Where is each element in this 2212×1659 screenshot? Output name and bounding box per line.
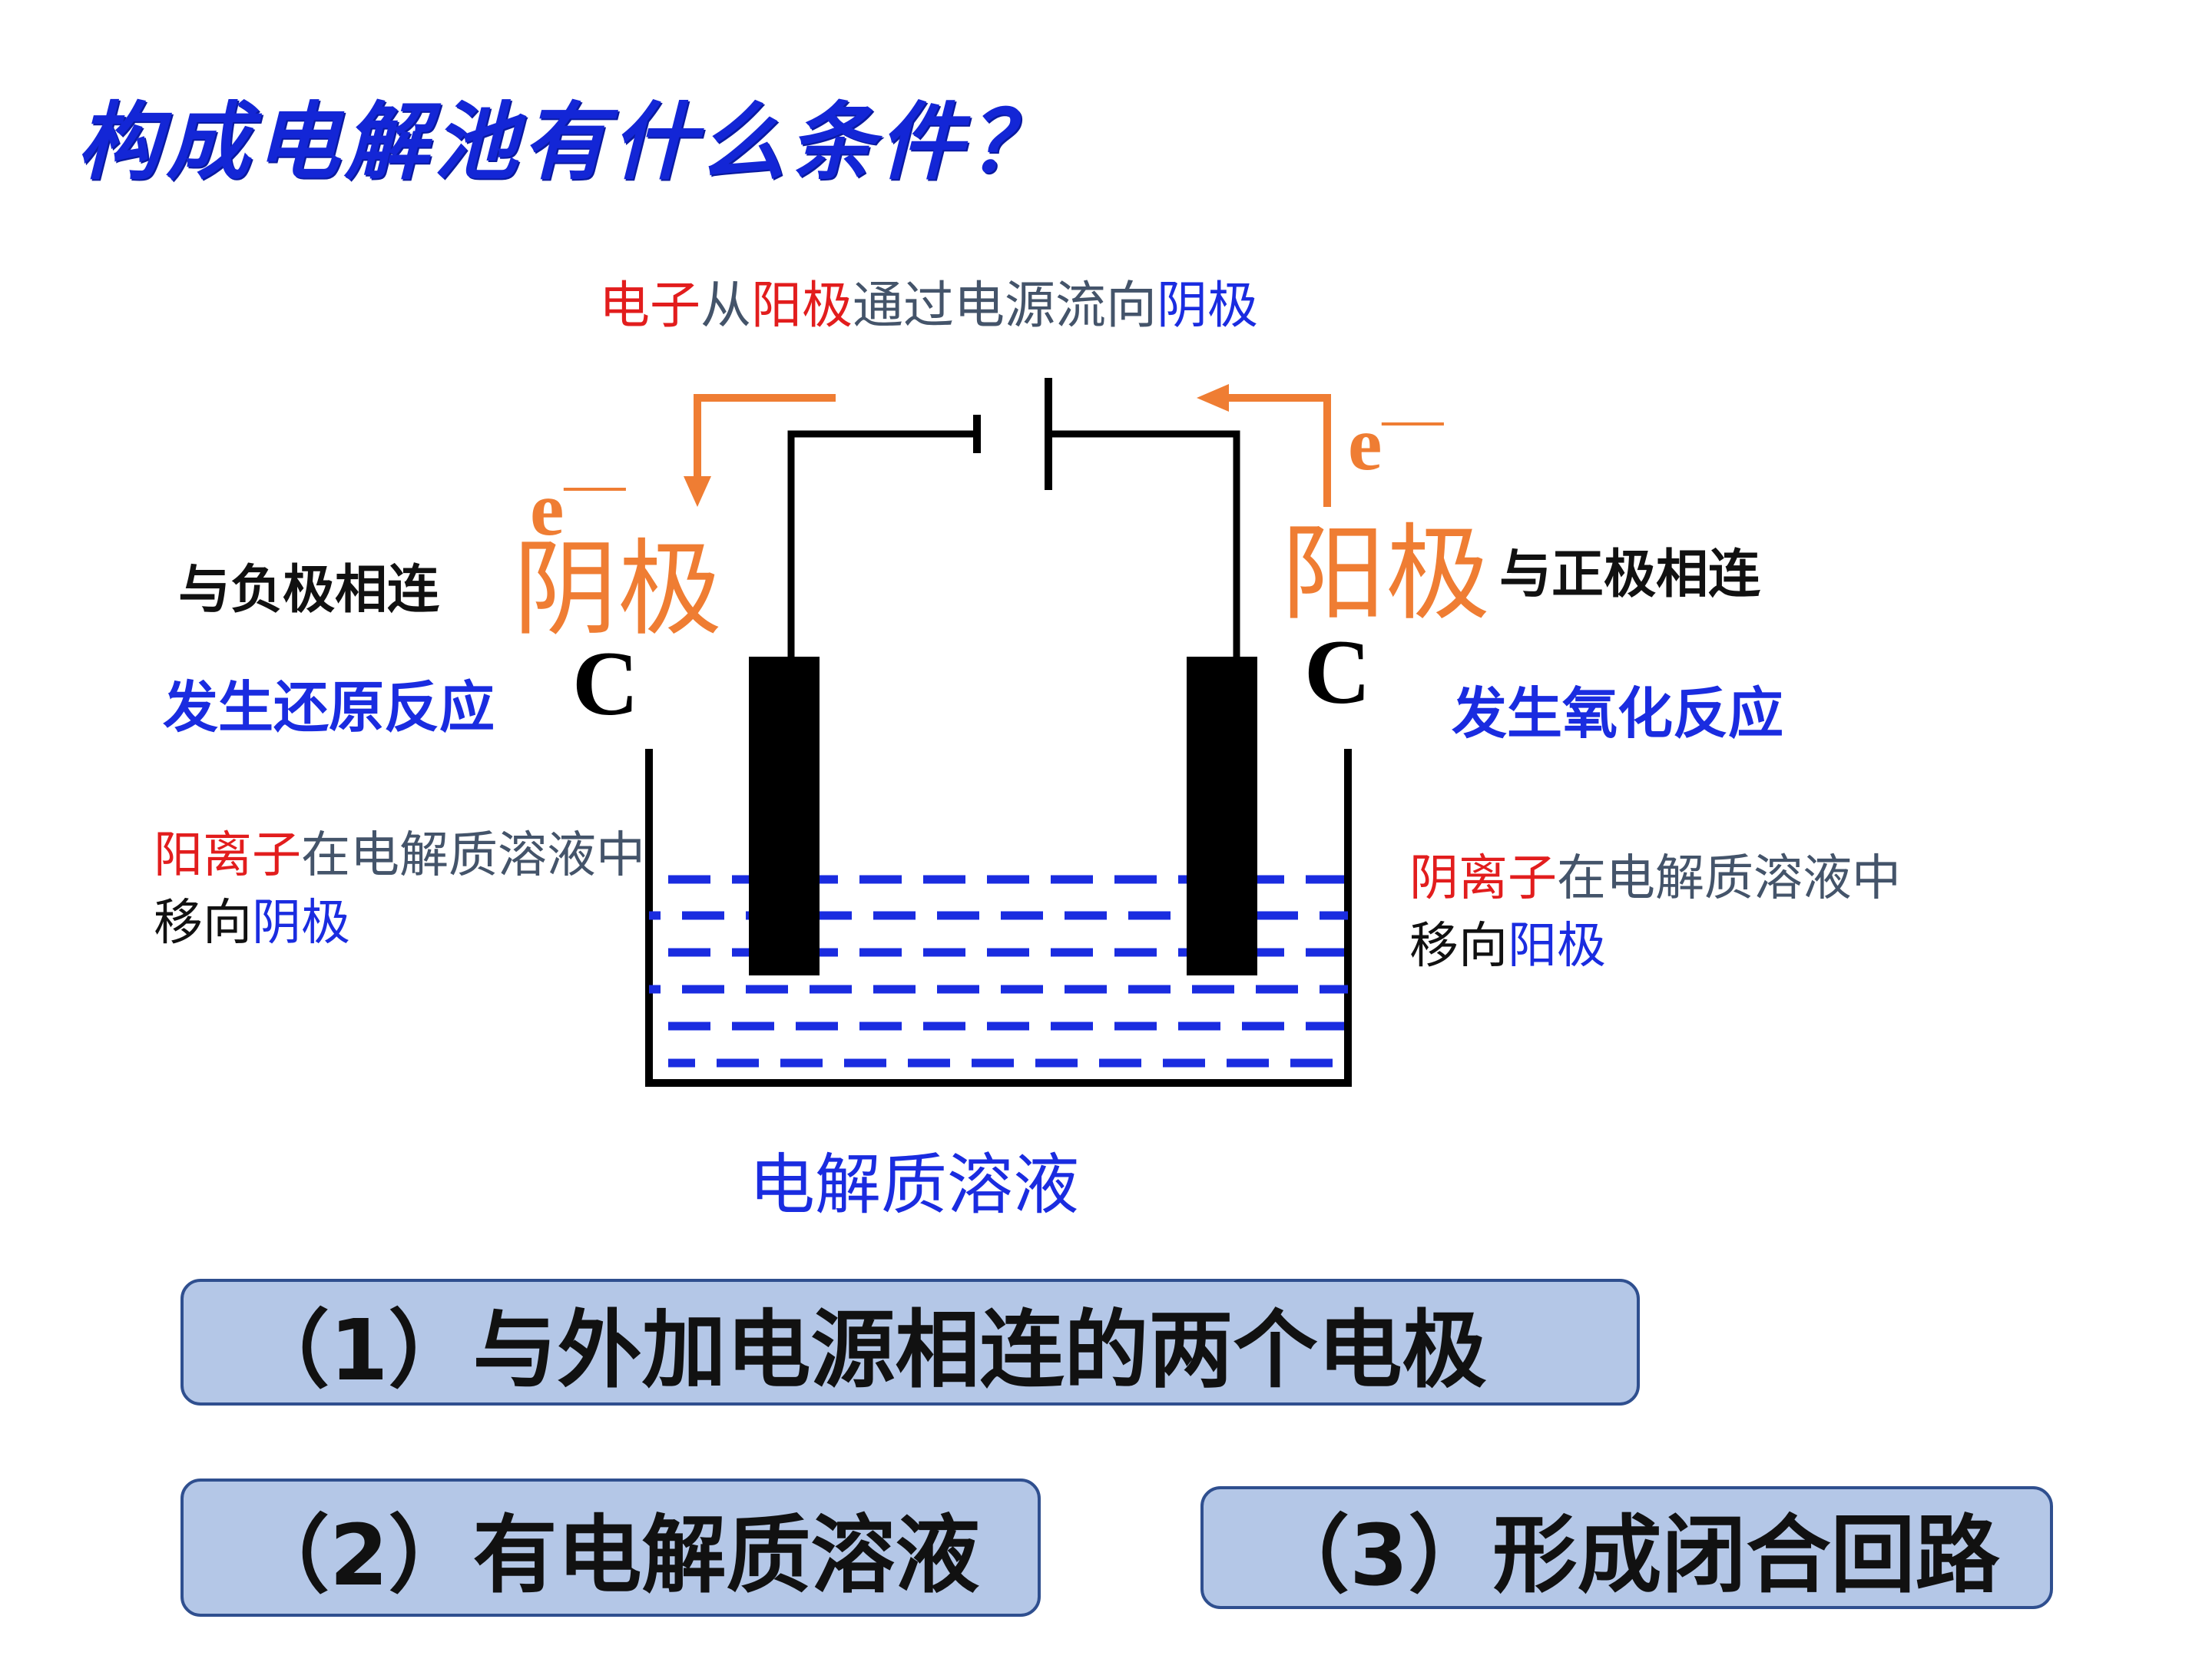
anion-label: 阴离子 [1409, 850, 1557, 907]
right-electron-label: e— [1348, 388, 1443, 482]
caption-electron: 电子 [599, 276, 700, 335]
caption-anode: 阳极 [751, 276, 853, 335]
left-electron-charge: — [564, 450, 626, 518]
left-electron-arrow [694, 394, 836, 484]
anode-connection: 与正极相连 [1499, 545, 1761, 605]
cation-move-to: 移向 [154, 895, 252, 952]
caption-from: 从 [700, 276, 751, 335]
right-electron-charge: — [1382, 385, 1444, 452]
cathode-connection: 与负极相连 [178, 560, 440, 621]
left-wire [787, 430, 977, 657]
left-electron-label: e— [530, 453, 625, 548]
condition-box-2: （2）有电解质溶液 [180, 1479, 1041, 1617]
right-wire [1048, 430, 1240, 657]
left-electron-symbol: e [530, 466, 565, 551]
anode-label: 阳极 [1281, 514, 1490, 635]
cathode-label: 阴极 [513, 529, 722, 651]
page-title: 构成电解池有什么条件？ [77, 93, 1057, 191]
cathode-reaction: 发生还原反应 [163, 675, 495, 740]
right-electron-symbol: e [1348, 401, 1382, 486]
cathode-electrode [749, 657, 820, 975]
cation-label: 阳离子 [154, 827, 301, 884]
cation-migration-text: 阳离子在电解质溶液中移向阴极 [154, 822, 645, 957]
condition-box-3: （3）形成闭合回路 [1200, 1486, 2053, 1609]
anion-target: 阳极 [1508, 918, 1606, 975]
cathode-material: C [572, 632, 639, 734]
cation-in-solution: 在电解质溶液中 [301, 827, 645, 884]
electron-flow-caption: 电子从阳极通过电源流向阴极 [599, 280, 1258, 331]
cation-target: 阴极 [252, 895, 350, 952]
anode-electrode [1187, 657, 1257, 975]
caption-through: 通过电源流向 [853, 276, 1157, 335]
anion-migration-text: 阴离子在电解质溶液中移向阳极 [1409, 845, 1901, 980]
anion-move-to: 移向 [1409, 918, 1508, 975]
solution-label: 电解质溶液 [749, 1147, 1079, 1224]
anion-in-solution: 在电解质溶液中 [1557, 850, 1901, 907]
caption-cathode: 阴极 [1157, 276, 1258, 335]
condition-box-1: （1）与外加电源相连的两个电极 [180, 1279, 1640, 1406]
anode-material: C [1304, 621, 1371, 723]
anode-reaction: 发生氧化反应 [1452, 681, 1784, 746]
right-electron-arrow [1221, 394, 1331, 507]
